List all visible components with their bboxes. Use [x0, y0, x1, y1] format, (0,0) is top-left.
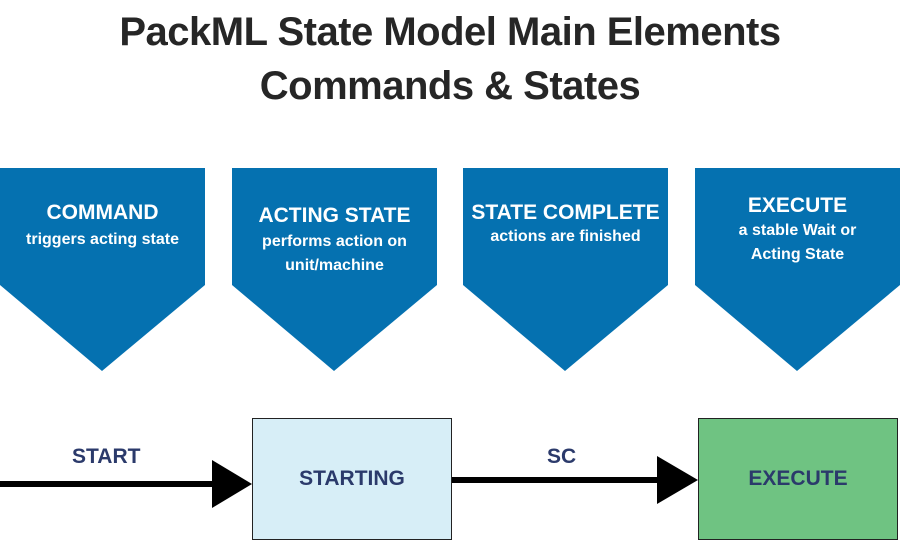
chevron-heading: COMMAND: [46, 201, 159, 224]
chevron-shape: [463, 168, 668, 371]
sc-arrow: [452, 456, 698, 504]
state-complete-chevron: STATE COMPLETE actions are finished: [463, 168, 668, 373]
command-chevron: COMMAND triggers acting state: [0, 168, 205, 373]
chevron-description: actions are finished: [490, 228, 641, 245]
execute-state-box: EXECUTE: [698, 418, 898, 540]
execute-chevron: EXECUTE a stable Wait or Acting State: [695, 168, 900, 373]
starting-state-box: STARTING: [252, 418, 452, 540]
diagram-title-line2: Commands & States: [259, 64, 641, 108]
chevron-description: performs action on: [262, 233, 407, 250]
diagram-title-line1: PackML State Model Main Elements: [119, 10, 781, 54]
chevron-shape: [232, 168, 437, 371]
chevron-description-line2: unit/machine: [285, 257, 384, 274]
sc-command-label: SC: [547, 445, 577, 468]
start-command-label: START: [72, 445, 141, 468]
chevron-heading: EXECUTE: [747, 194, 848, 217]
chevron-shape: [0, 168, 205, 371]
chevron-description-line2: Acting State: [750, 246, 845, 263]
chevron-shape: [695, 168, 900, 371]
acting-state-chevron: ACTING STATE performs action on unit/mac…: [232, 168, 437, 373]
start-arrow: [0, 460, 252, 508]
chevron-description: a stable Wait or: [738, 222, 857, 239]
starting-state-label: STARTING: [299, 467, 405, 490]
chevron-heading: ACTING STATE: [258, 204, 411, 227]
chevron-heading: STATE COMPLETE: [471, 201, 660, 224]
chevron-description: triggers acting state: [26, 231, 179, 248]
execute-state-label: EXECUTE: [748, 467, 848, 490]
